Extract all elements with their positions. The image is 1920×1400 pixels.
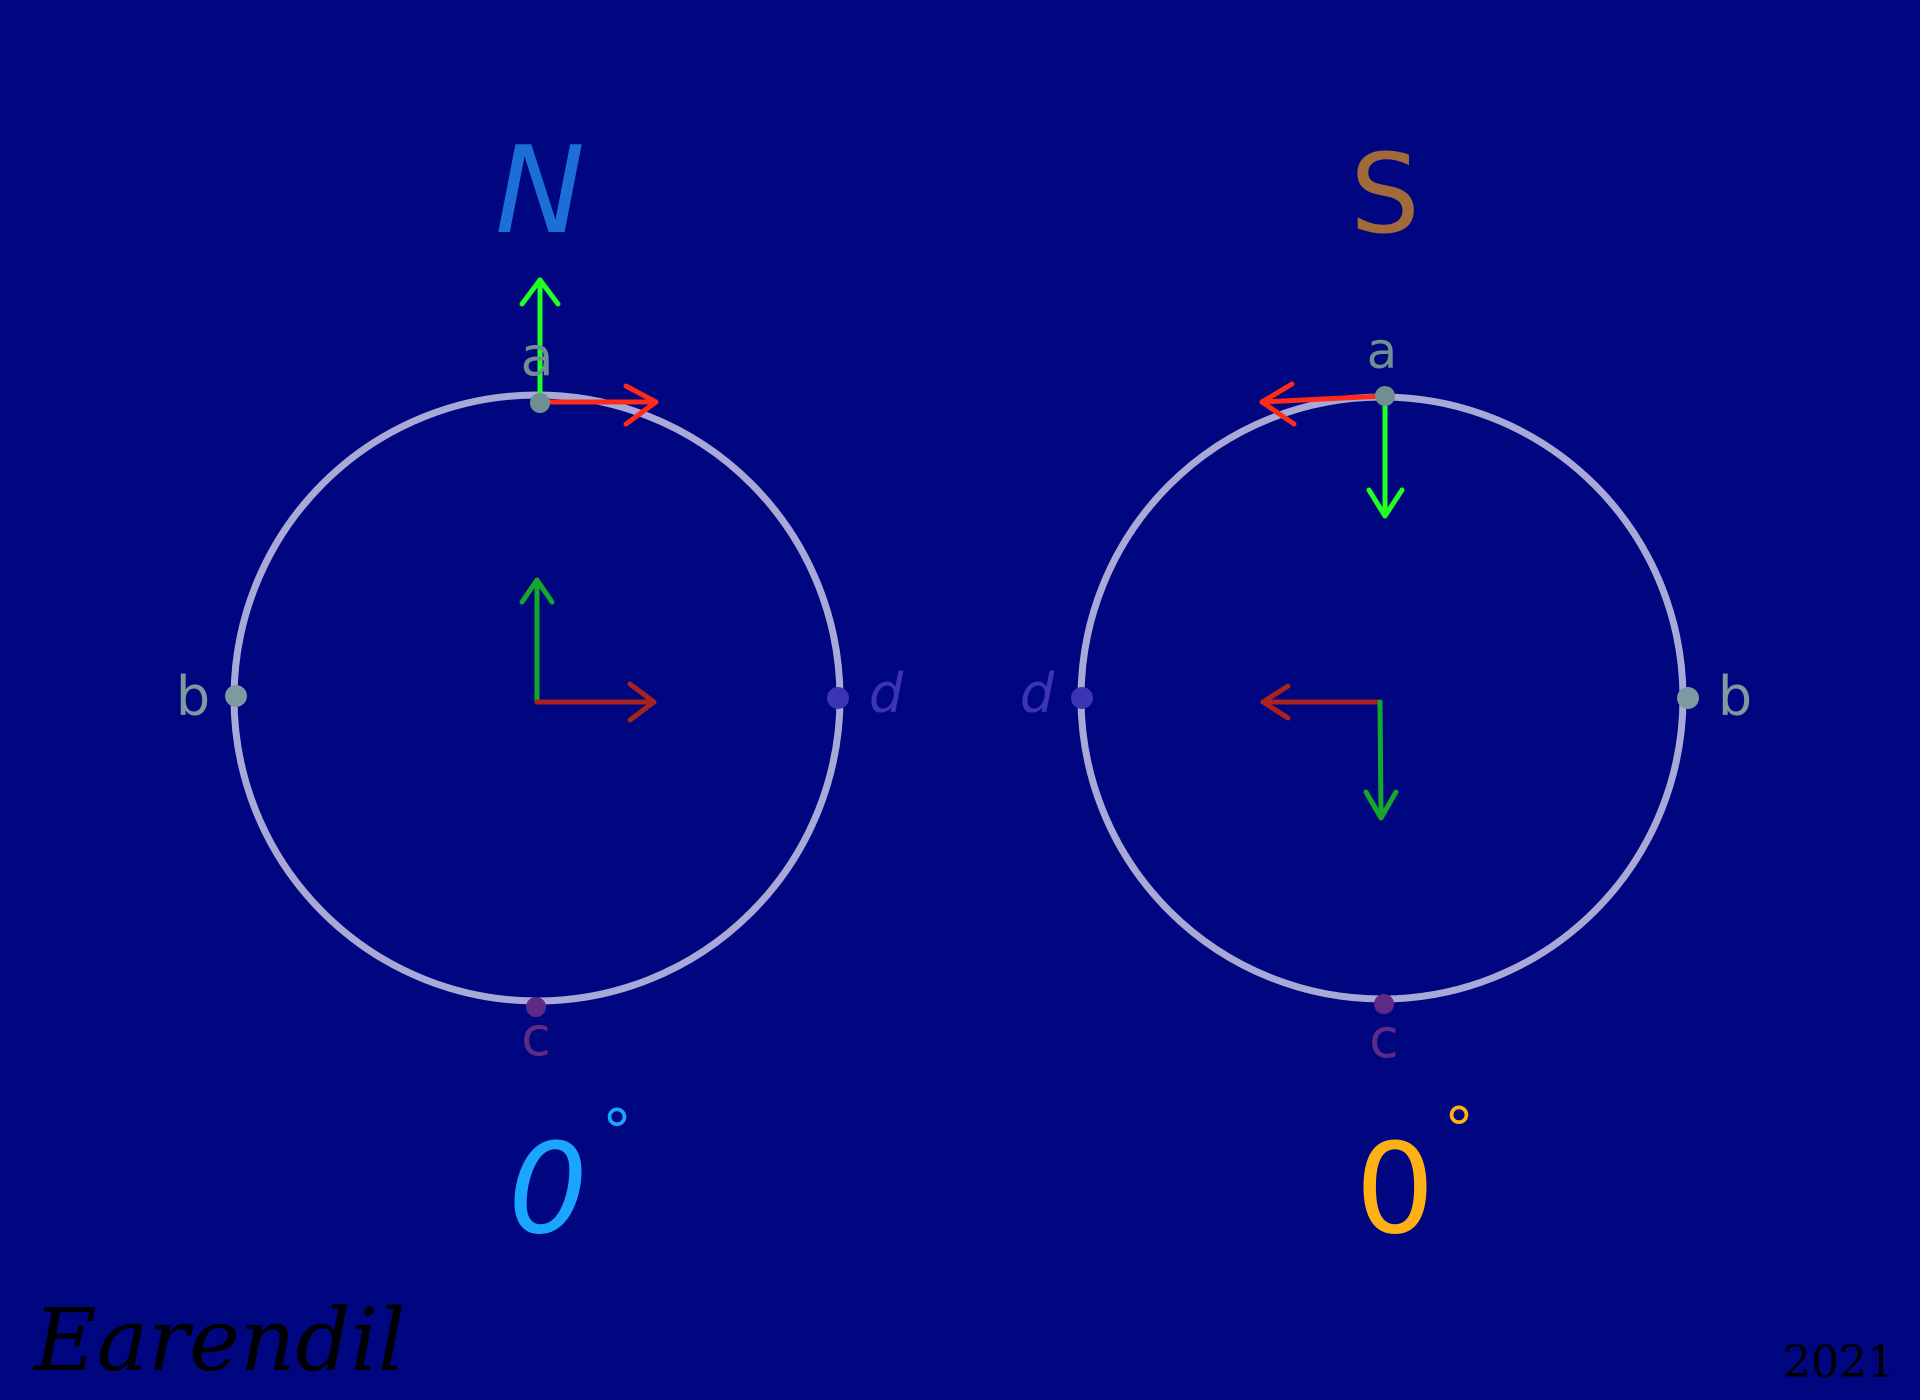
south-point-d [1071,687,1093,709]
north-point-b [225,685,247,707]
north-angle-value: 0 [508,1117,588,1262]
south-point-a [1375,386,1395,406]
south-diagram: S a d c b [1020,130,1752,1262]
north-center-right-arrow [534,681,657,723]
south-angle-value: 0 [1355,1117,1435,1262]
north-surface-right-arrow [537,383,659,427]
north-label-d: d [869,662,904,725]
north-label-a: a [520,325,553,388]
south-label-c: c [1369,1007,1399,1070]
south-label-d: d [1020,662,1055,725]
north-diagram: N a b c d [176,122,904,1262]
north-surface-up-arrow [519,277,561,405]
south-surface-left-arrow [1259,381,1387,427]
north-pole-label: N [495,122,585,261]
north-label-c: c [521,1005,551,1068]
north-angle-unit: ° [602,1097,632,1167]
south-surface-down-arrow [1366,395,1405,519]
north-label-b: b [176,665,210,728]
south-pole-label: S [1350,130,1420,258]
south-angle-unit: ° [1444,1095,1474,1165]
north-point-a [530,393,550,413]
north-center-up-arrow [519,577,555,705]
south-center-left-arrow [1260,683,1383,721]
south-point-b [1677,687,1699,709]
south-label-a: a [1367,322,1398,380]
north-point-d [827,687,849,709]
south-label-b: b [1718,665,1752,728]
south-point-c [1374,994,1394,1014]
signature: Earendil [32,1291,406,1391]
year-label: 2021 [1783,1337,1895,1388]
north-point-c [526,997,546,1017]
south-center-down-arrow [1363,699,1399,821]
south-circle [1077,393,1687,1003]
